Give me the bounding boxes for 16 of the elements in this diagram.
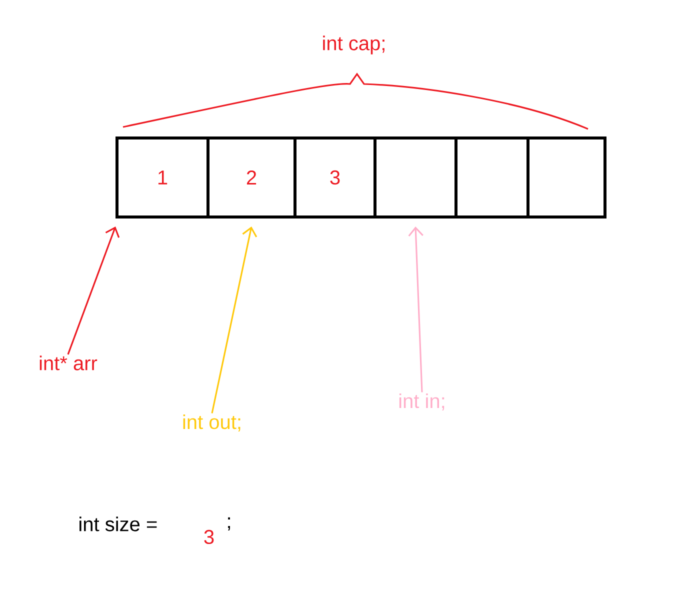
variable-label: int out;	[183, 414, 240, 432]
array-cell	[374, 136, 458, 218]
array-cell: 3	[294, 136, 376, 218]
code-text: ;	[228, 517, 230, 531]
array-cell: 2	[206, 136, 296, 218]
arrow	[67, 226, 120, 355]
variable-label: int in;	[399, 393, 444, 410]
label: int cap;	[323, 36, 384, 54]
array-cell: 1	[116, 136, 210, 218]
array-cell	[526, 136, 606, 218]
variable-label: int* arr	[40, 356, 98, 370]
arrow	[211, 226, 258, 414]
code-text: int size =	[80, 516, 157, 532]
value-text: 3	[204, 530, 214, 544]
array-cell	[454, 136, 530, 218]
arrow	[408, 226, 424, 392]
